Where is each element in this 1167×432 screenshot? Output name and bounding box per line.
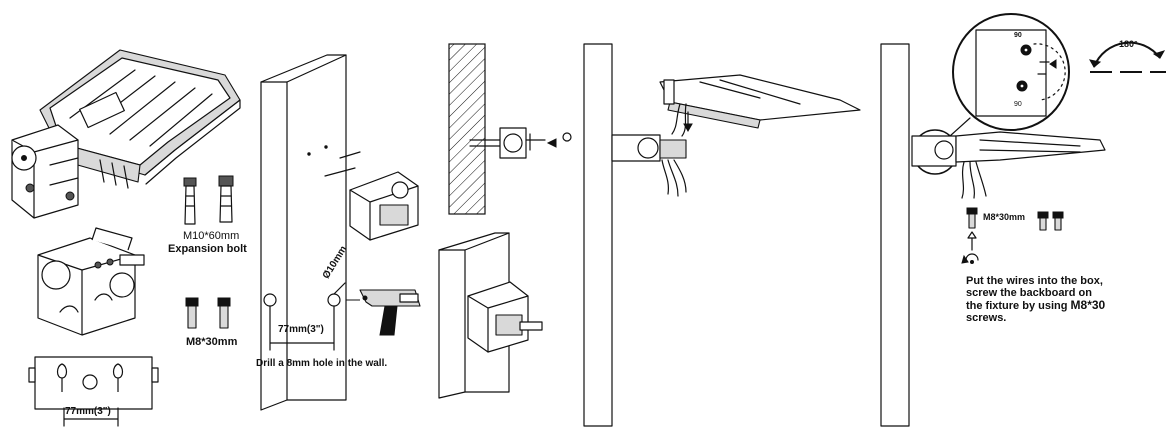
dial-mark-top-label: 90 <box>1014 32 1022 39</box>
wall-block-bracket-icon <box>438 232 543 399</box>
bracket-perspective-icon <box>37 227 145 336</box>
drill-instruction-label: Drill a 8mm hole in the wall. <box>256 358 388 369</box>
magnifier-circle-icon <box>912 13 1070 175</box>
hatched-wall-icon <box>448 43 572 215</box>
instruction-line-1: Put the wires into the box, <box>966 275 1103 287</box>
hammer-drill-icon <box>346 289 421 336</box>
mounting-bracket-icon <box>11 124 79 219</box>
rotation-angle-label: 180° <box>1119 39 1138 49</box>
wall-block-icon <box>260 54 419 411</box>
led-fixture-icon <box>39 49 241 189</box>
wire-bundle-icon <box>961 161 987 199</box>
backboard-front-icon <box>28 356 159 427</box>
screw-icon <box>185 297 231 329</box>
screw-spec-left-label: M8*30mm <box>186 336 238 348</box>
hole-spacing-mid-label: 77mm(3") <box>278 324 324 335</box>
bolt-spec-label: M10*60mm <box>183 230 240 242</box>
drill-holes-icon <box>263 282 346 351</box>
bolt-name-label: Expansion bolt <box>168 243 247 255</box>
screw-icon <box>966 207 1064 231</box>
screw-spec-right-label: M8*30mm <box>983 212 1026 222</box>
arrow-up-icon <box>967 231 977 251</box>
instruction-line-2: screw the backboard on <box>966 287 1092 299</box>
wire-bundle-icon <box>661 103 687 197</box>
instruction-line-4: screws. <box>966 312 1007 324</box>
rotation-arc-icon <box>1089 41 1166 73</box>
instruction-line-3-text: the fixture by using <box>966 300 1068 312</box>
instruction-line-3: the fixture by using M8*30 <box>966 299 1105 312</box>
wall-pole-icon <box>583 43 613 427</box>
arrow-down-icon <box>683 111 693 133</box>
instruction-screw-spec: M8*30 <box>1070 298 1106 312</box>
led-fixture-icon <box>611 74 861 162</box>
led-fixture-icon <box>911 131 1106 167</box>
dial-mark-bottom-label: 90 <box>1014 101 1022 108</box>
expansion-bolt-icon <box>183 175 234 225</box>
hole-spacing-bottom-label: 77mm(3") <box>65 406 111 417</box>
arrow-left-icon <box>546 138 557 148</box>
wall-pole-icon <box>880 43 910 427</box>
instruction-text: Put the wires into the box, screw the ba… <box>966 275 1105 324</box>
rotation-arrow-icon <box>961 253 979 264</box>
